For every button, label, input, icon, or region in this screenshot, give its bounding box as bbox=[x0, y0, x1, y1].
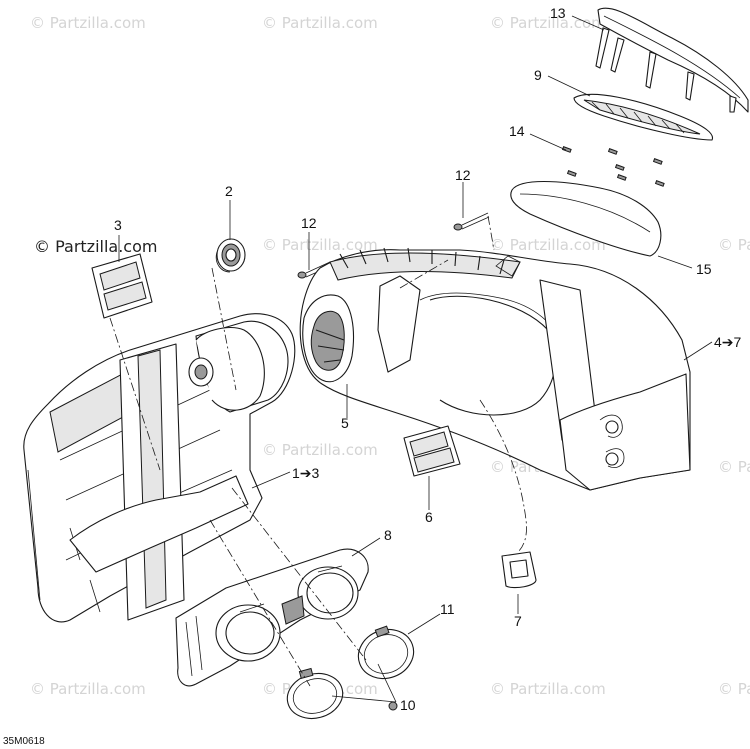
part-13-handle bbox=[595, 7, 749, 113]
watermark: © Partzilla.com bbox=[718, 236, 750, 254]
watermark: © Partzilla.com bbox=[718, 680, 750, 698]
callout-12: 12 bbox=[455, 167, 471, 183]
part-3-decal bbox=[91, 253, 153, 319]
callout-9: 9 bbox=[534, 67, 542, 83]
assembly-lines bbox=[109, 215, 527, 687]
part-5-airbox bbox=[299, 247, 691, 491]
watermark: © Partzilla.com bbox=[30, 680, 146, 698]
watermark: © Partzilla.com bbox=[262, 236, 378, 254]
watermark: © Partzilla.com bbox=[30, 14, 146, 32]
watermark: © Partzilla.com bbox=[262, 14, 378, 32]
callout-12: 12 bbox=[301, 215, 317, 231]
part-10-clamp bbox=[286, 667, 398, 720]
callout-7: 7 bbox=[514, 613, 522, 629]
drawing-code: 35M0618 bbox=[3, 736, 45, 747]
callout-10: 10 bbox=[400, 697, 416, 713]
part-9-grille bbox=[573, 93, 714, 141]
callout-13: 13 bbox=[550, 5, 566, 21]
part-15-foam-pad bbox=[510, 180, 662, 257]
part-6-decal bbox=[403, 425, 461, 477]
part-14-fasteners bbox=[561, 146, 665, 187]
callout-1-3: 1➔3 bbox=[292, 465, 320, 481]
callout-4-7: 4➔7 bbox=[714, 334, 742, 350]
callout-3: 3 bbox=[114, 217, 122, 233]
part-8-adaptor-plate bbox=[175, 548, 369, 687]
callout-14: 14 bbox=[509, 123, 525, 139]
watermark: © Partzilla.com bbox=[718, 458, 750, 476]
leader-lines bbox=[118, 15, 713, 703]
callout-11: 11 bbox=[440, 601, 455, 617]
watermark: © Partzilla.com bbox=[490, 236, 606, 254]
callout-labels: 13 9 14 2 3 12 12 15 4➔7 5 6 1➔3 8 7 11 … bbox=[114, 5, 742, 713]
watermark: © Partzilla.com bbox=[490, 680, 606, 698]
callout-6: 6 bbox=[425, 509, 433, 525]
watermark-main: © Partzilla.com bbox=[34, 237, 157, 256]
callout-15: 15 bbox=[696, 261, 712, 277]
callout-2: 2 bbox=[225, 183, 233, 199]
part-2-grommet bbox=[215, 238, 246, 273]
part-11-clamp bbox=[357, 625, 415, 680]
watermark: © Partzilla.com bbox=[262, 441, 378, 459]
part-12-screw bbox=[453, 212, 490, 231]
callout-5: 5 bbox=[341, 415, 349, 431]
callout-8: 8 bbox=[384, 527, 392, 543]
part-7-clip bbox=[501, 551, 537, 589]
